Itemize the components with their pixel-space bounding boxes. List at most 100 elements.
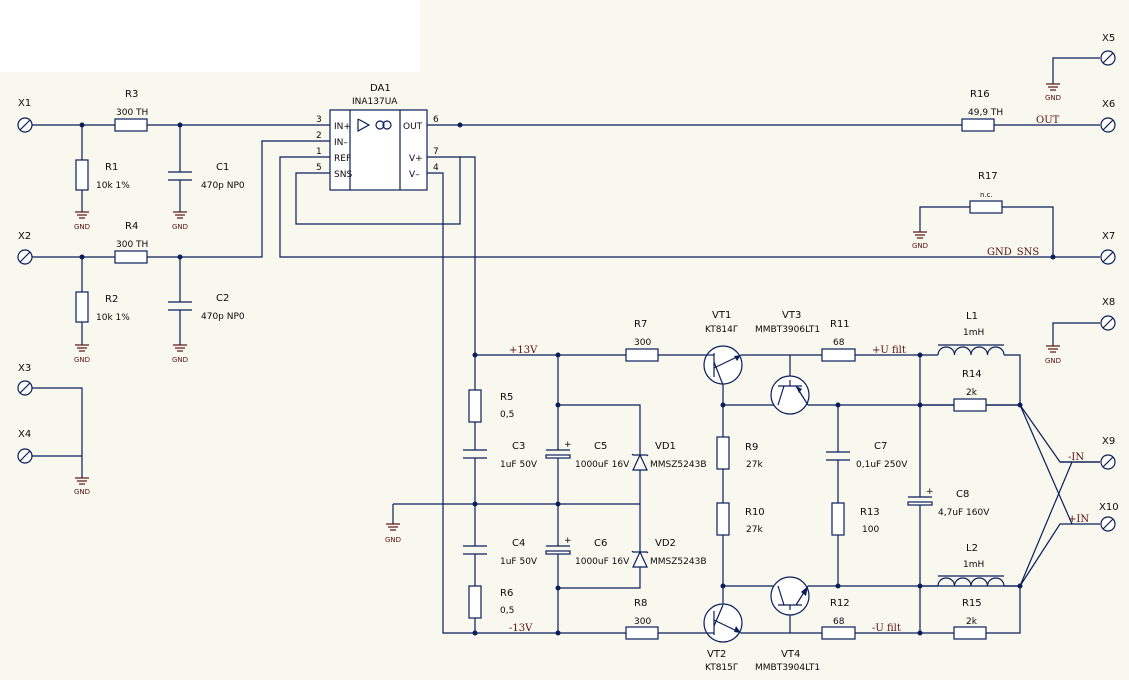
svg-text:R14: R14 [962,369,982,380]
resistor-r5[interactable]: R50,5 [468,389,514,423]
svg-text:VT4: VT4 [781,649,800,660]
terminal-x7[interactable]: X7 [1100,231,1116,265]
terminal-x6[interactable]: X6 [1100,99,1116,133]
ground-c2: GND [172,344,188,364]
ground-r2: GND [74,344,90,364]
svg-text:GND: GND [1045,94,1061,102]
terminal-x4[interactable]: X4 [17,429,33,464]
svg-text:68: 68 [833,338,845,348]
ground-x5: GND [1045,83,1061,102]
svg-text:R7: R7 [634,319,647,330]
svg-text:+: + [564,536,572,546]
svg-text:GND: GND [74,488,90,496]
svg-text:MMSZ5243B: MMSZ5243B [650,557,707,567]
svg-text:VT2: VT2 [707,649,726,660]
terminal-x10[interactable]: X10 [1099,502,1119,532]
terminal-x8[interactable]: X8 [1100,297,1116,331]
terminal-x9[interactable]: X9 [1100,436,1116,470]
svg-text:OUT: OUT [403,122,423,132]
capacitor-c8[interactable]: +C84,7uF 160V [907,487,990,518]
svg-text:1mH: 1mH [963,560,984,570]
junction-dots [79,122,1056,636]
svg-text:R11: R11 [830,319,850,330]
terminal-x5[interactable]: X5 [1100,33,1116,66]
svg-text:R4: R4 [125,221,138,232]
ground-r1: GND [74,211,90,231]
svg-text:R6: R6 [500,588,513,599]
capacitor-c7[interactable]: C7 0,1uF 250V [826,441,908,470]
svg-text:X2: X2 [18,231,31,242]
resistor-r3[interactable]: R3 300 TH [114,89,148,132]
svg-text:X4: X4 [18,429,31,440]
terminal-x3[interactable]: X3 [17,363,33,396]
svg-text:L2: L2 [966,543,978,554]
svg-text:470p NP0: 470p NP0 [201,181,245,191]
svg-text:27k: 27k [746,460,763,470]
svg-text:0,5: 0,5 [500,410,514,420]
svg-text:REF: REF [334,154,351,164]
resistor-r11[interactable]: R11 68 [821,319,856,362]
svg-text:R9: R9 [745,442,758,453]
svg-text:0,1uF 250V: 0,1uF 250V [856,460,908,470]
svg-text:4,7uF 160V: 4,7uF 160V [938,508,990,518]
svg-text:X7: X7 [1102,231,1115,242]
blank-corner [0,0,420,72]
resistor-r9[interactable]: R9 27k [716,436,763,470]
svg-text:MMBT3904LT1: MMBT3904LT1 [755,663,820,673]
svg-text:1uF 50V: 1uF 50V [500,557,538,567]
ground-r17: GND [912,231,928,250]
svg-text:X9: X9 [1102,436,1115,447]
svg-text:C7: C7 [874,441,887,452]
net-label-minus13v: -13V [509,623,533,634]
svg-text:+: + [564,440,572,450]
terminal-x2[interactable]: X2 [17,231,33,265]
net-label-plus-in: +IN [1068,514,1089,525]
wires [32,57,1100,634]
svg-text:7: 7 [433,147,439,157]
svg-text:300 TH: 300 TH [116,108,148,118]
net-label-gnd-sns: GND_SNS [987,247,1039,258]
svg-text:R3: R3 [125,89,138,100]
svg-text:IN+: IN+ [334,122,351,132]
svg-text:VT3: VT3 [782,310,801,321]
svg-text:300: 300 [634,617,651,627]
svg-text:1mH: 1mH [963,328,984,338]
svg-text:MMBT3906LT1: MMBT3906LT1 [755,325,820,335]
terminal-x1[interactable]: X1 [17,98,33,133]
svg-text:68: 68 [833,617,845,627]
inductor-l2[interactable]: L2 1mH [937,543,1005,587]
resistor-r6[interactable]: R60,5 [468,585,514,619]
net-label-minus-in: -IN [1068,452,1084,463]
svg-text:X3: X3 [18,363,31,374]
svg-text:X6: X6 [1102,99,1115,110]
svg-text:GND: GND [912,242,928,250]
svg-text:C6: C6 [594,538,607,549]
svg-text:1: 1 [316,147,322,157]
